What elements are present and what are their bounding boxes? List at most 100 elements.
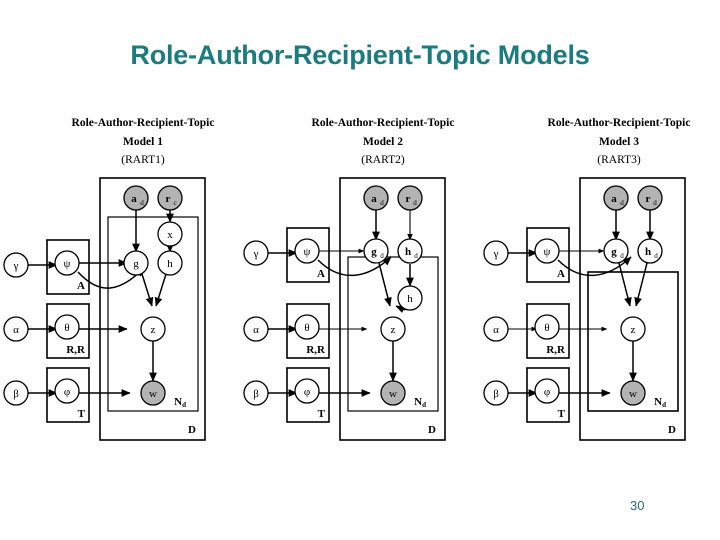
svg-text:c: c: [173, 199, 176, 207]
plate-psi-label: A: [77, 280, 85, 292]
edge-psi-h: [557, 256, 632, 277]
svg-text:γ: γ: [493, 248, 499, 260]
node-z: z: [380, 316, 406, 342]
svg-text:γ: γ: [13, 260, 19, 272]
plate-phi: [46, 367, 90, 423]
node-beta: β: [243, 380, 269, 406]
node-beta: β: [483, 380, 509, 406]
svg-text:β: β: [253, 388, 259, 400]
panel-heading-line2: Model 2: [363, 136, 403, 148]
node-gamma: γ: [3, 252, 29, 278]
node-hd: h d: [397, 238, 423, 264]
node-a: a d: [603, 185, 629, 211]
node-psi: ψ: [534, 238, 560, 264]
node-phi: φ: [54, 378, 80, 404]
node-psi: ψ: [294, 238, 320, 264]
outer-plate-D-label: D: [428, 424, 436, 436]
panel-rart3: Role-Author-Recipient-Topic Model 3 (RAR…: [483, 117, 691, 441]
edge-g-z: [618, 262, 632, 307]
svg-text:r: r: [406, 193, 411, 205]
inner-plate-Nd: [587, 271, 679, 412]
node-psi: ψ: [54, 250, 80, 276]
node-x: x: [157, 221, 183, 247]
svg-text:d: d: [140, 199, 144, 207]
panel-heading-line3: (RART1): [121, 154, 165, 166]
edge-h-z: [634, 262, 648, 307]
node-h: h: [397, 285, 423, 311]
node-g: g d: [603, 238, 629, 264]
plate-psi-label: A: [557, 268, 565, 280]
plate-psi: [286, 227, 330, 283]
outer-plate-D: [339, 177, 446, 441]
outer-plate-D: [99, 177, 206, 441]
plate-theta-label: R,R: [66, 344, 86, 356]
plate-theta-label: R,R: [546, 344, 566, 356]
svg-text:d: d: [654, 252, 658, 260]
node-a: a d: [123, 185, 149, 211]
edge-h-z: [154, 273, 167, 307]
svg-text:h: h: [645, 246, 651, 258]
panel-heading-line1: Role-Author-Recipient-Topic: [548, 117, 691, 129]
node-g: g d: [363, 238, 389, 264]
plate-psi: [46, 239, 90, 295]
node-z: z: [140, 316, 166, 342]
inner-plate-Nd: [347, 256, 439, 412]
edge-g-z: [378, 262, 392, 307]
svg-text:φ: φ: [304, 386, 310, 398]
node-alpha: α: [483, 316, 509, 342]
svg-text:x: x: [167, 229, 173, 241]
svg-text:h: h: [405, 246, 411, 258]
node-beta: β: [3, 380, 29, 406]
node-alpha: α: [3, 316, 29, 342]
plate-theta-label: R,R: [306, 344, 326, 356]
svg-text:g: g: [133, 258, 139, 270]
figure-graphical-models: Role-Author-Recipient-Topic Model 1 (RAR…: [0, 100, 720, 450]
svg-text:β: β: [493, 388, 499, 400]
plate-phi-label: T: [318, 408, 326, 420]
svg-text:d: d: [380, 252, 384, 260]
panel-heading-line2: Model 1: [123, 136, 163, 148]
node-gamma: γ: [243, 240, 269, 266]
plate-psi: [526, 227, 570, 283]
panel-heading-line3: (RART2): [361, 154, 405, 166]
plate-psi-label: A: [317, 268, 325, 280]
panel-heading-line2: Model 3: [599, 136, 639, 148]
plate-phi-label: T: [558, 408, 566, 420]
panel-heading-line1: Role-Author-Recipient-Topic: [312, 117, 455, 129]
svg-text:α: α: [13, 324, 19, 336]
node-z: z: [620, 316, 646, 342]
node-theta: θ: [54, 314, 80, 340]
svg-text:z: z: [631, 324, 636, 336]
svg-text:γ: γ: [253, 248, 259, 260]
outer-plate-D-label: D: [188, 424, 196, 436]
svg-text:β: β: [13, 388, 19, 400]
svg-text:w: w: [629, 388, 637, 400]
panel-rart2: Role-Author-Recipient-Topic Model 2 (RAR…: [243, 117, 455, 441]
svg-text:r: r: [646, 193, 651, 205]
svg-text:z: z: [151, 324, 156, 336]
plate-theta: [526, 303, 570, 359]
svg-text:r: r: [166, 193, 171, 205]
node-phi: φ: [294, 378, 320, 404]
node-h: h: [157, 250, 183, 276]
svg-text:d: d: [620, 199, 624, 207]
svg-text:θ: θ: [304, 322, 309, 334]
svg-text:d: d: [653, 199, 657, 207]
svg-text:w: w: [149, 388, 157, 400]
node-phi: φ: [534, 378, 560, 404]
svg-text:d: d: [413, 199, 417, 207]
svg-text:α: α: [493, 324, 499, 336]
svg-text:g: g: [611, 246, 617, 258]
svg-text:ψ: ψ: [64, 258, 71, 270]
node-theta: θ: [534, 314, 560, 340]
plate-phi: [286, 367, 330, 423]
outer-plate-D-label: D: [668, 424, 676, 436]
edge-psi-hd: [317, 256, 392, 277]
edge-h-z: [395, 305, 406, 313]
inner-plate-Nd-label: Nd: [654, 396, 666, 409]
panel-heading-line3: (RART3): [597, 154, 641, 166]
node-r: r d: [637, 185, 663, 211]
svg-text:d: d: [414, 252, 418, 260]
node-theta: θ: [294, 314, 320, 340]
plate-phi-label: T: [78, 408, 86, 420]
